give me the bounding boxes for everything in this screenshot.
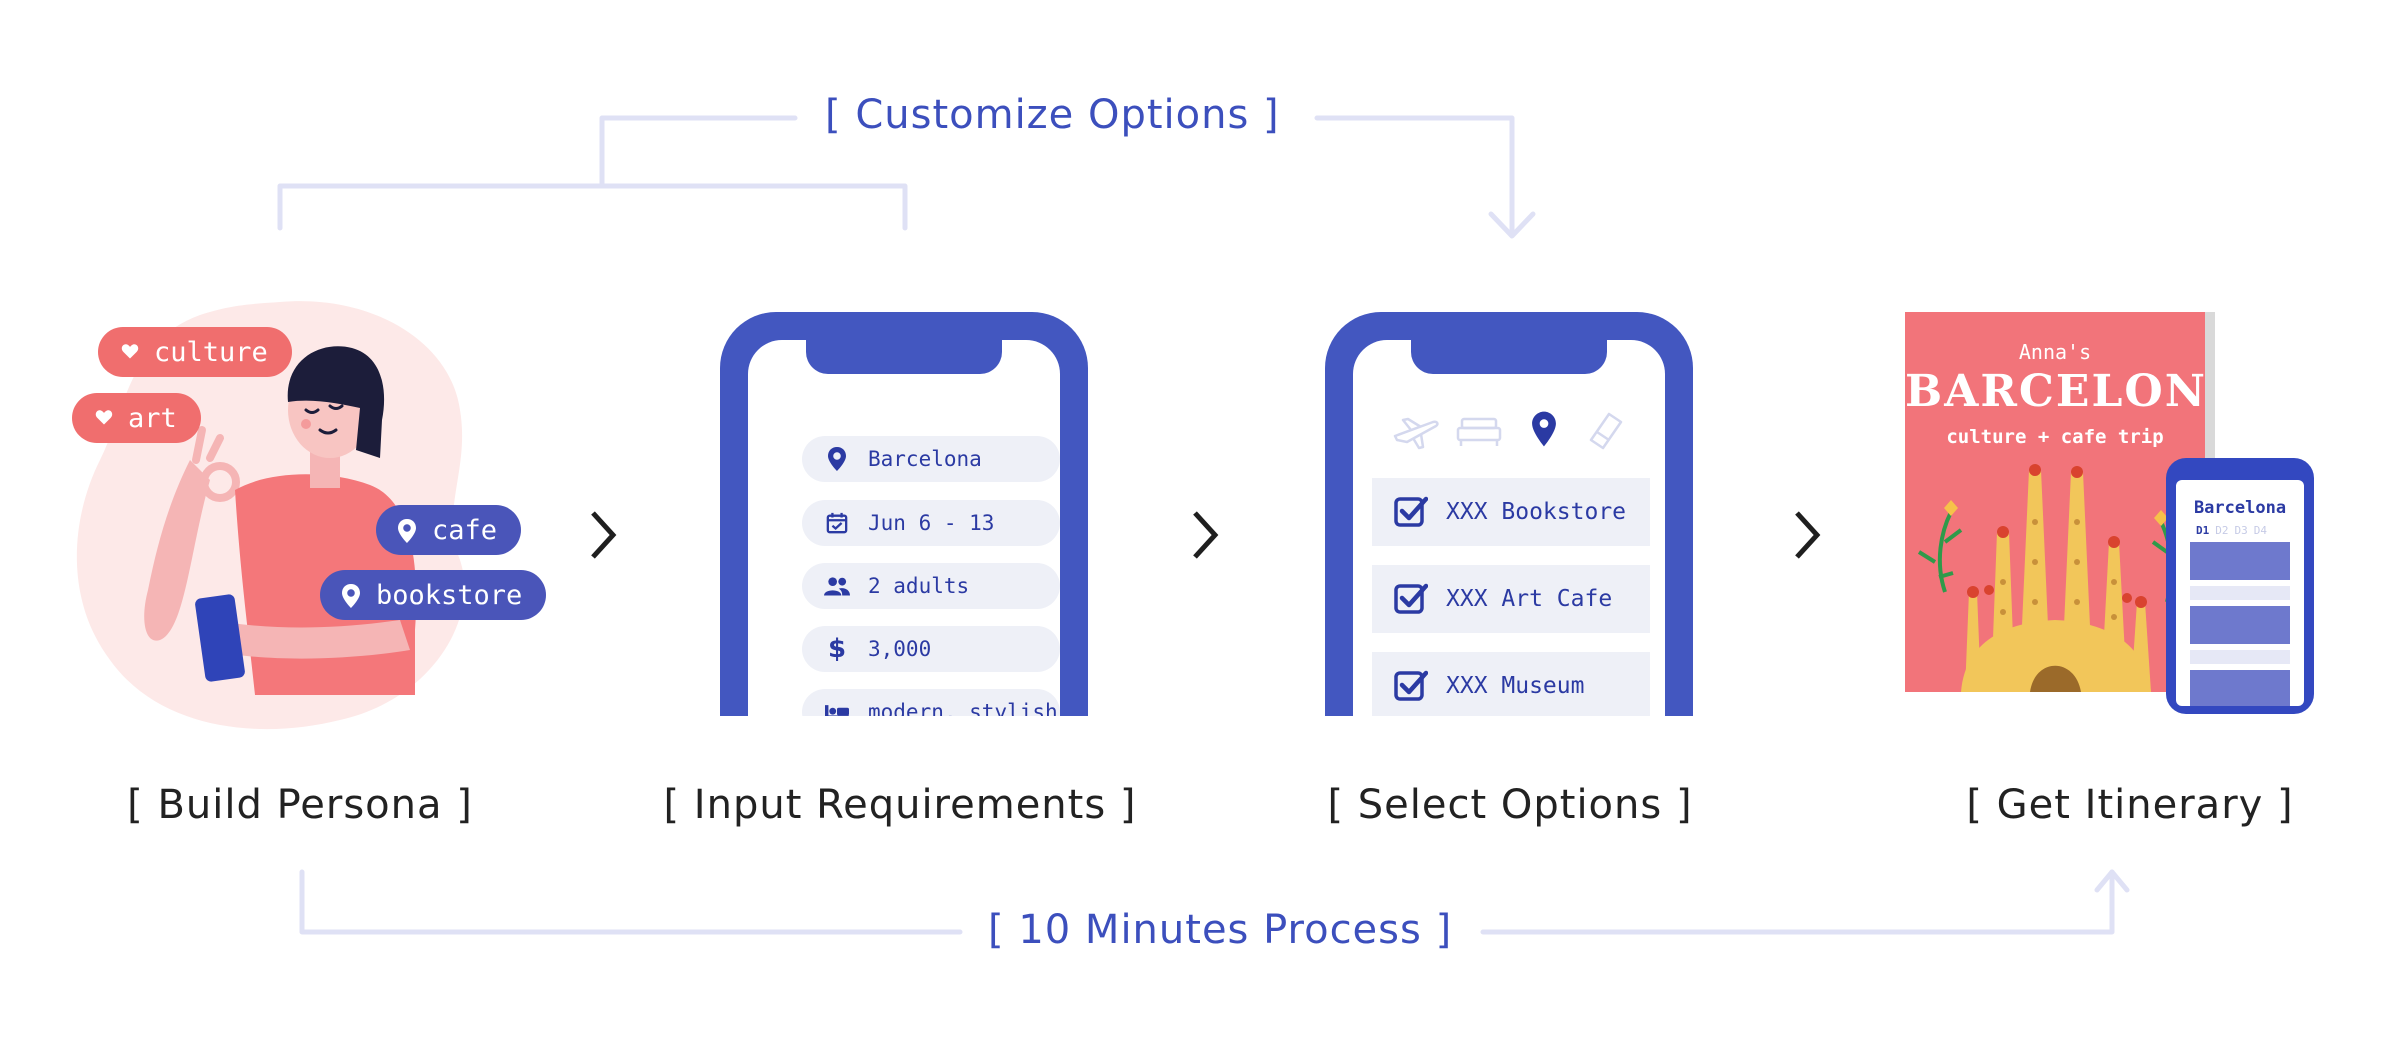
budget-field[interactable]: $ 3,000 xyxy=(802,626,1060,672)
people-icon xyxy=(824,573,850,599)
itinerary-book-cover: Anna's BARCELONA culture + cafe trip xyxy=(1905,312,2205,692)
location-pin-icon xyxy=(342,584,362,608)
travelers-field[interactable]: 2 adults xyxy=(802,563,1060,609)
itinerary-block xyxy=(2190,670,2290,706)
location-pin-icon[interactable] xyxy=(1531,410,1557,448)
sagrada-familia-illustration xyxy=(1917,464,2190,692)
airplane-icon[interactable] xyxy=(1393,414,1439,450)
itinerary-block xyxy=(2190,606,2290,644)
process-line-left xyxy=(299,869,963,935)
day-tabs: D1 D2 D3 D4 xyxy=(2196,524,2273,537)
dollar-icon: $ xyxy=(827,634,847,664)
ticket-icon[interactable] xyxy=(1581,410,1625,452)
itinerary-block xyxy=(2190,586,2290,600)
customize-options-label: [ Customize Options ] xyxy=(825,92,1280,138)
heart-icon xyxy=(120,341,140,363)
chevron-right-icon xyxy=(1193,511,1219,559)
interest-tag-culture: culture xyxy=(98,327,292,377)
day-tab[interactable]: D3 xyxy=(2234,524,2248,537)
option-item[interactable]: XXX Bookstore xyxy=(1372,478,1650,546)
style-field[interactable]: modern, stylish xyxy=(802,689,1060,716)
itinerary-block xyxy=(2190,542,2290,580)
step-label-input-requirements: [ Input Requirements ] xyxy=(663,782,1137,828)
phone-notch xyxy=(806,340,1002,374)
requirements-phone: Barcelona Jun 6 - 13 2 adults $ 3,000 mo… xyxy=(720,312,1088,716)
bed-icon xyxy=(824,699,850,716)
options-phone: XXX Bookstore XXX Art Cafe XXX Museum xyxy=(1325,312,1693,716)
customize-arrowhead xyxy=(1488,211,1536,239)
persona-phone xyxy=(195,594,245,682)
step-label-select-options: [ Select Options ] xyxy=(1327,782,1693,828)
itinerary-city: Barcelona xyxy=(2193,498,2287,518)
itinerary-block xyxy=(2190,650,2290,664)
chevron-right-icon xyxy=(591,511,617,559)
options-screen: XXX Bookstore XXX Art Cafe XXX Museum xyxy=(1353,340,1665,716)
phone-notch xyxy=(2221,468,2259,476)
interest-tag-art: art xyxy=(72,393,201,443)
heart-icon xyxy=(94,407,114,429)
location-pin-icon xyxy=(824,446,850,472)
book-owner: Anna's xyxy=(2018,340,2092,364)
place-tag-cafe: cafe xyxy=(376,505,522,555)
book-subtitle: culture + cafe trip xyxy=(1946,426,2164,448)
location-pin-icon xyxy=(398,519,418,543)
category-tabs xyxy=(1393,410,1633,452)
chevron-right-icon xyxy=(1795,511,1821,559)
customize-line-left xyxy=(599,115,798,189)
step-label-build-persona: [ Build Persona ] xyxy=(127,782,473,828)
phone-notch xyxy=(1411,340,1607,374)
itinerary-phone-screen: Barcelona D1 D2 D3 D4 xyxy=(2176,480,2304,706)
place-tag-bookstore: bookstore xyxy=(320,570,547,620)
customize-bracket xyxy=(277,183,908,231)
checkbox-checked-icon[interactable] xyxy=(1394,669,1428,703)
bed-icon[interactable] xyxy=(1455,416,1503,448)
checkbox-checked-icon[interactable] xyxy=(1394,582,1428,616)
day-tab[interactable]: D2 xyxy=(2215,524,2229,537)
process-line-right xyxy=(1480,869,2115,935)
calendar-icon xyxy=(824,510,850,536)
book-city-title: BARCELONA xyxy=(1905,366,2205,417)
day-tab[interactable]: D1 xyxy=(2196,524,2210,537)
ten-minutes-process-label: [ 10 Minutes Process ] xyxy=(988,907,1453,953)
step-label-get-itinerary: [ Get Itinerary ] xyxy=(1966,782,2294,828)
option-item[interactable]: XXX Art Cafe xyxy=(1372,565,1650,633)
checkbox-checked-icon[interactable] xyxy=(1394,495,1428,529)
day-tab[interactable]: D4 xyxy=(2253,524,2267,537)
itinerary-phone: Barcelona D1 D2 D3 D4 xyxy=(2166,458,2314,714)
customize-line-right xyxy=(1314,115,1515,237)
option-item[interactable]: XXX Museum xyxy=(1372,652,1650,716)
requirements-screen: Barcelona Jun 6 - 13 2 adults $ 3,000 mo… xyxy=(748,340,1060,716)
process-arrowhead xyxy=(2094,869,2130,893)
destination-field[interactable]: Barcelona xyxy=(802,436,1060,482)
dates-field[interactable]: Jun 6 - 13 xyxy=(802,500,1060,546)
